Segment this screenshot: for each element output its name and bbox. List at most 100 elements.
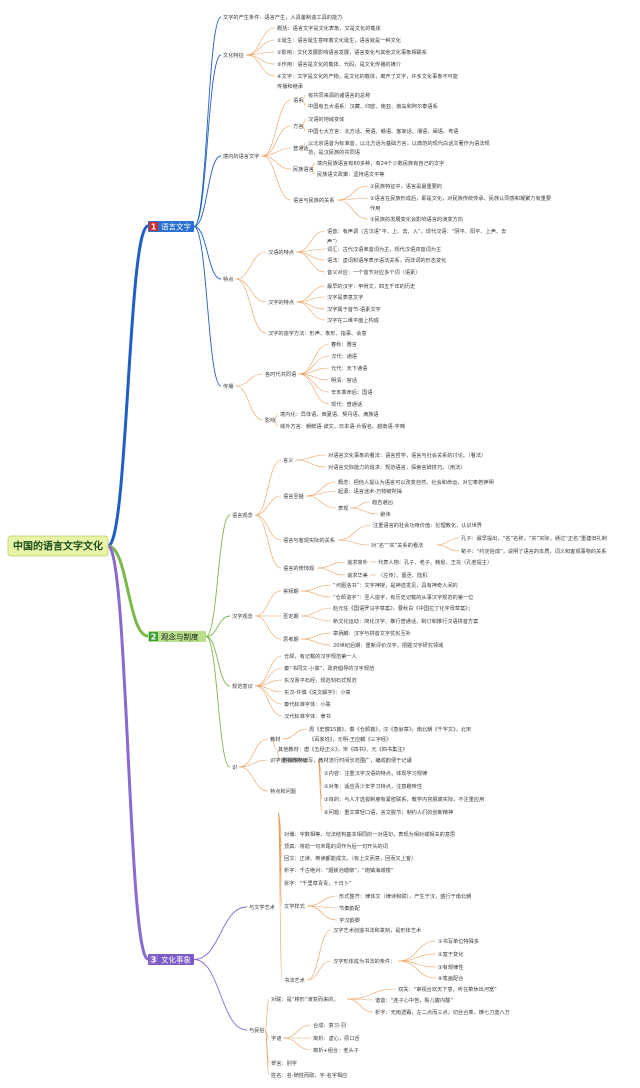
node-connector [307,960,332,981]
node-connector [296,251,326,261]
node-connector [398,960,437,979]
node-label: 代表人物：孔子、老子、韩愈、王充（孔老提主） [378,558,492,566]
node-label: 赵元任《国语罗马字草案》，曹秋白《中国拉丁化字母草案》； [333,604,473,612]
node-label: ①民族特征中，语言是最重要的 [370,182,442,190]
node-connector [337,199,369,220]
node-connector [283,1037,312,1051]
main-branch-box [148,221,194,232]
node-label: 以北京语音为标准音，以北方话为基础方言，以典范的现代白话文著作为语法规 [308,139,490,147]
node-label: 与民俗 [249,1026,265,1034]
branch-number: 3 [151,956,157,965]
node-connector [301,125,307,132]
node-label: 离析+组合：老头子 [313,1046,359,1054]
node-label: 元代：天下通语 [331,364,367,372]
node-label: 对语言文化事象的看法：语言哲学，语言与社会关系的讨论。（看法） [328,451,486,459]
node-label: 境内的语言文字 [223,152,259,160]
node-connector [307,905,338,921]
node-connector [255,679,283,687]
node-connector [296,285,326,303]
node-connector [255,655,283,687]
node-label: 汉字的特点 [268,298,294,306]
node-label: 概括：语言文字是文化表象，又是文化的载体 [277,24,382,32]
node-label: 对语言交际能力的追求：规范语言，探索言辞技巧。（用法） [328,463,465,471]
node-connector [347,988,397,1000]
node-connector [296,251,326,273]
node-connector [306,481,337,497]
node-label: ②富于变化 [438,950,463,958]
node-label: 汉字的造字方法：形声、象形、指事、会意 [268,329,367,337]
node-connector [235,385,264,421]
node-label: 起源：语言迷术-万物被所操 [338,487,403,495]
node-connector [235,278,267,303]
branch-number: 2 [151,633,157,642]
node-label: 追求简朴 [347,558,369,566]
node-connector [300,615,332,622]
node-label: 顶真：将前一句末尾的词作为后一句开头的词 [284,842,388,850]
node-label: 春秋：雅言 [331,340,357,348]
node-label: “仓颉造字”：圣人造字，有历史记载的从事汉字规范的第一位 [333,593,473,601]
node-label: ②语言在民族形成后，即是文化，对民族传统传承、民族认同感和凝聚力有重要 [370,194,551,202]
root-node[interactable]: 中国的语言文字文化 [7,535,109,557]
node-connector [235,251,267,280]
node-label: 影响 [265,416,275,424]
node-connector [255,685,283,717]
node-label: 传播 [223,382,234,390]
node-label: 追求华美 [347,571,368,579]
node-label: 表现 [338,504,348,512]
node-connector [239,759,269,768]
node-connector [205,514,231,637]
node-connector [246,39,276,56]
node-label: 秦代标准字体：小篆 [284,700,331,708]
node-label: 汉字艺术创造书法和篆刻，是形体艺术 [333,926,421,934]
branch-number-badge [149,632,158,641]
node-label: 东汉熹平石经，规范刻石式规范 [284,676,357,684]
node-connector [301,99,307,107]
node-label: “河图洛书”：文字神授，是神迹发见，具有神奇人间的 [333,581,458,589]
branch-number: 1 [151,223,157,232]
main-branch-box [148,954,194,965]
node-label: 思考期 [283,636,299,643]
node-label: 对“名”“实”关系的看法 [371,541,423,549]
node-connector [298,367,330,375]
node-label: 文字的产生条件：语言产生，人具备制造工具的能力 [223,13,342,21]
node-connector [306,495,337,509]
main-branch-2[interactable]: 2 观念与制度 [148,631,206,642]
main-branch-box [148,631,206,642]
node-label: 境内民族语言有80多种，有24个少数民族有自己的文字 [317,159,444,167]
node-label: 避讳 [380,510,390,518]
node-connector [436,544,460,552]
node-connector [264,998,270,1031]
node-connector [300,607,332,617]
node-label: 崇拜期 [283,587,299,595]
main-branch-label: 观念与制度 [161,632,199,642]
node-label: 拆字：“千里草青青，十日卜” [284,879,352,887]
node-label: 文化特征 [223,51,244,59]
node-connector [255,590,282,617]
node-label: 汉字是表意文字 [327,293,363,301]
node-connector [307,929,332,981]
node-label: 20世纪后期：重新评价汉字，把握汉字研究领域 [333,641,443,649]
main-branch-connector [107,544,149,638]
node-label: ③民族的发展变化会影响语言的演变方向 [370,215,463,223]
main-branch-connector [106,544,150,961]
node-label: 明清：官话 [331,376,357,384]
node-label: 姓名：名-随姓而取，字-名字相应 [271,1071,347,1079]
node-label: 语言的修饰观 [283,564,315,572]
node-label: 辛亥革命后：国语 [331,388,373,396]
node-connector [273,419,279,427]
node-label: 谐音：“连子心中苦，梨儿腹内酸” [375,996,453,1004]
node-connector [398,940,437,962]
node-connector [337,185,369,201]
node-connector [300,590,332,598]
node-connector [282,728,308,740]
node-connector [298,343,330,375]
node-label: 趋吉避凶 [372,498,393,506]
node-label: 汉代：通语 [331,352,357,360]
node-label: ④问题：重文章轻口语，言文脱节；制约人们的创新精神 [324,808,453,816]
node-connector [347,998,374,1013]
node-label: 对偶：字数相等、句法结构基本相同的一对语句，表现为相对或相关的意思 [284,830,455,838]
